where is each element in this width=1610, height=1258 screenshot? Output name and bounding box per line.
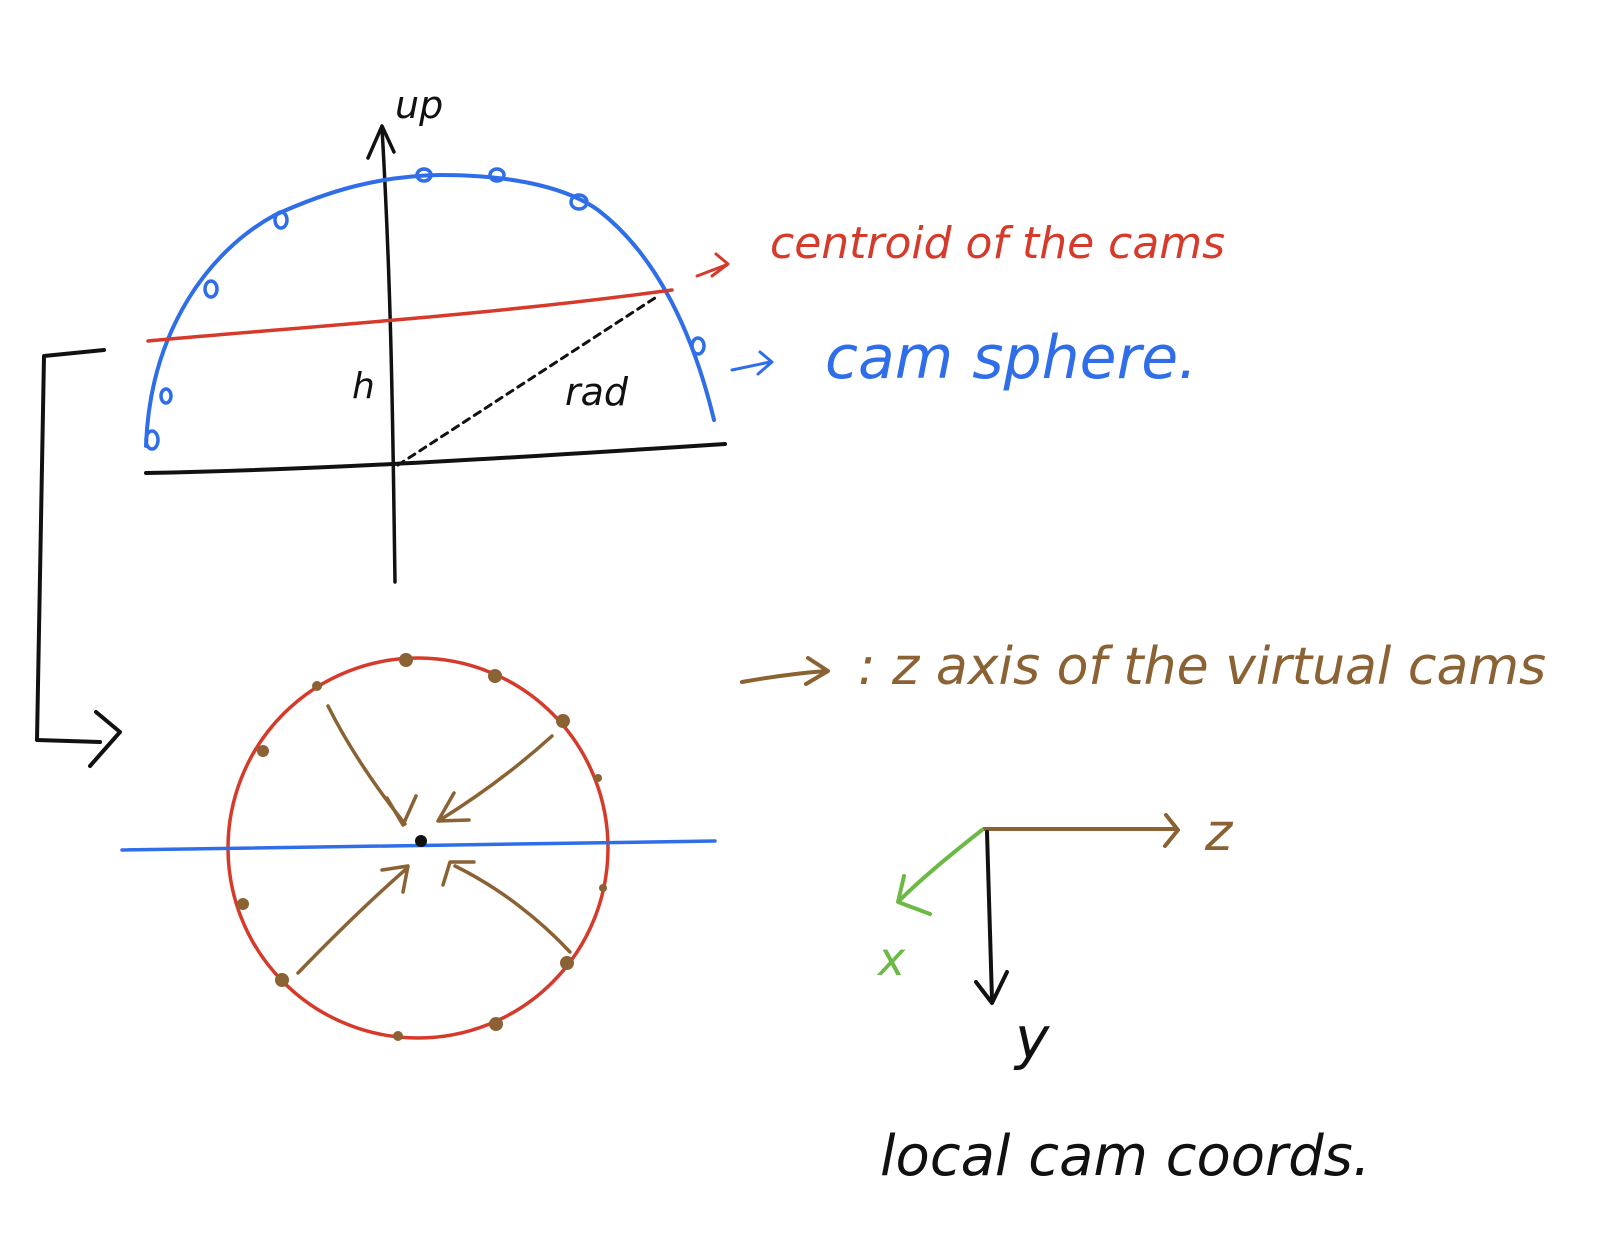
local-y-axis: [974, 830, 1009, 1005]
centroid-line: [146, 288, 674, 343]
top-view: [120, 653, 717, 1041]
camera-dot: [599, 884, 607, 892]
camera-marker: [415, 167, 433, 183]
camera-dot: [594, 774, 602, 782]
z-axis-arrowhead: [436, 791, 471, 823]
up-label: up: [395, 83, 443, 127]
camera-dot: [556, 714, 570, 728]
camera-marker: [144, 429, 160, 451]
center-point: [415, 835, 427, 847]
camera-dot: [393, 1031, 403, 1041]
camera-marker: [488, 167, 506, 183]
z-axis-legend-label: : z axis of the virtual cams: [858, 637, 1546, 697]
up-axis-arrowhead: [366, 124, 396, 160]
camera-dot: [257, 745, 269, 757]
camera-marker: [569, 193, 589, 211]
radius-label: rad: [565, 370, 629, 414]
local-x-label: x: [876, 932, 906, 986]
up-axis: [380, 126, 397, 584]
local-y-label: y: [1013, 1004, 1050, 1072]
z-axis-arrowhead: [441, 860, 476, 887]
z-axis-arrow: [438, 734, 554, 822]
cam-sphere-arc: [144, 173, 716, 448]
height-label: h: [352, 366, 375, 407]
view-bracket-arrowhead: [88, 710, 122, 768]
camera-dot: [275, 973, 289, 987]
inward-camera-arrows: [296, 704, 572, 975]
camera-dots-top: [237, 653, 607, 1041]
camera-marker: [203, 279, 219, 299]
cam-sphere-pointer-arrow: [730, 350, 774, 376]
radius-line: [396, 294, 660, 467]
camera-dot: [237, 898, 249, 910]
local-x-axis: [896, 828, 984, 916]
camera-dot: [489, 1017, 503, 1031]
z-axis-arrow: [453, 864, 572, 954]
legend-arrow: [740, 656, 830, 686]
local-cam-coords: z y x local cam coords.: [876, 803, 1371, 1189]
local-cam-coords-label: local cam coords.: [880, 1124, 1371, 1189]
camera-dot: [560, 956, 574, 970]
camera-markers-side: [144, 167, 706, 451]
z-axis-arrowhead: [385, 794, 418, 827]
view-bracket: [35, 348, 106, 744]
local-z-label: z: [1204, 803, 1234, 863]
z-axis-arrow: [296, 868, 407, 975]
z-axis-arrowhead: [380, 864, 410, 894]
ground-line: [144, 442, 727, 475]
camera-dot: [312, 681, 322, 691]
camera-dot: [488, 669, 502, 683]
centroid-label: centroid of the cams: [770, 218, 1225, 269]
camera-marker: [159, 387, 173, 405]
side-view: up h rad centroid of the cams cam sphere…: [144, 83, 1225, 584]
camera-marker: [273, 210, 289, 230]
z-axis-legend: : z axis of the virtual cams: [740, 637, 1546, 697]
camera-marker: [690, 336, 706, 356]
centroid-pointer-arrow: [695, 252, 730, 278]
local-z-axis: [982, 813, 1180, 848]
cam-sphere-label: cam sphere.: [825, 323, 1197, 393]
camera-dot: [399, 653, 413, 667]
